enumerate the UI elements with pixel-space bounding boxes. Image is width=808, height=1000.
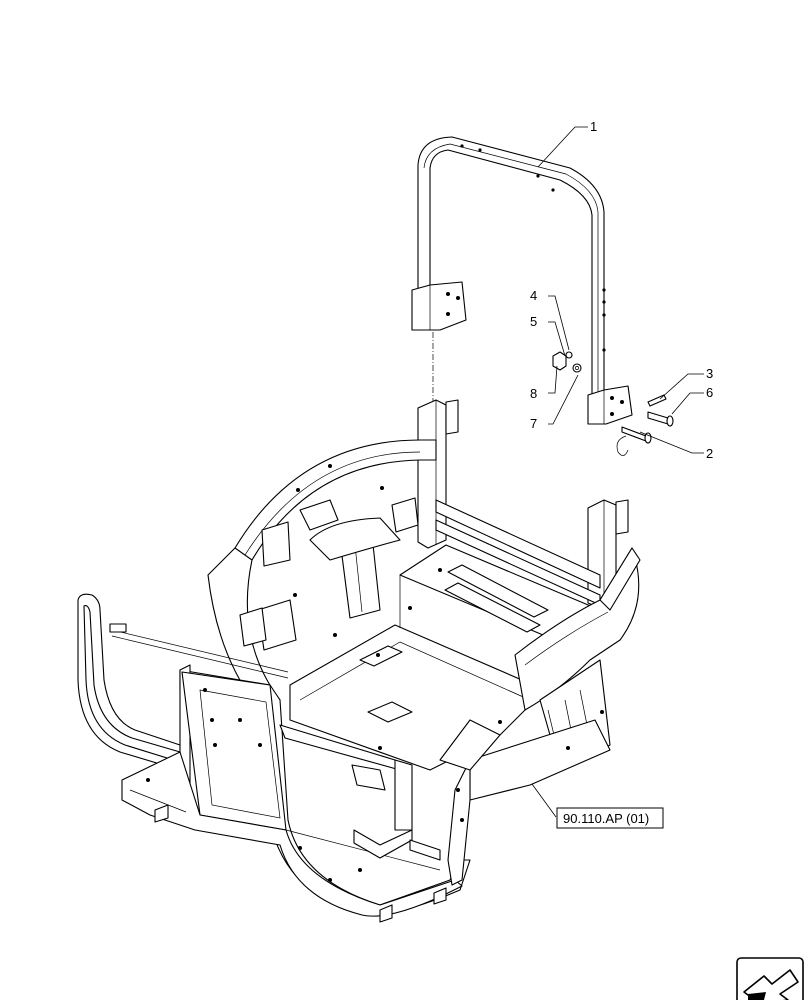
callout-7: 7 [530, 416, 537, 431]
next-page-arrow-icon[interactable] [736, 957, 804, 1000]
hardware-parts [552, 351, 674, 456]
callout-3: 3 [706, 366, 713, 381]
callout-4: 4 [530, 288, 537, 303]
callout-5: 5 [530, 314, 537, 329]
callout-1: 1 [590, 119, 597, 134]
callout-6: 6 [706, 385, 713, 400]
roll-bar-frame [411, 136, 633, 425]
cab-frame [77, 399, 641, 923]
reference-label[interactable]: 90.110.AP (01) [563, 811, 649, 826]
reference-link[interactable]: 90.110.AP (01) [556, 807, 664, 829]
callout-8: 8 [530, 386, 537, 401]
leader-lines [531, 126, 704, 818]
callout-2: 2 [706, 446, 713, 461]
